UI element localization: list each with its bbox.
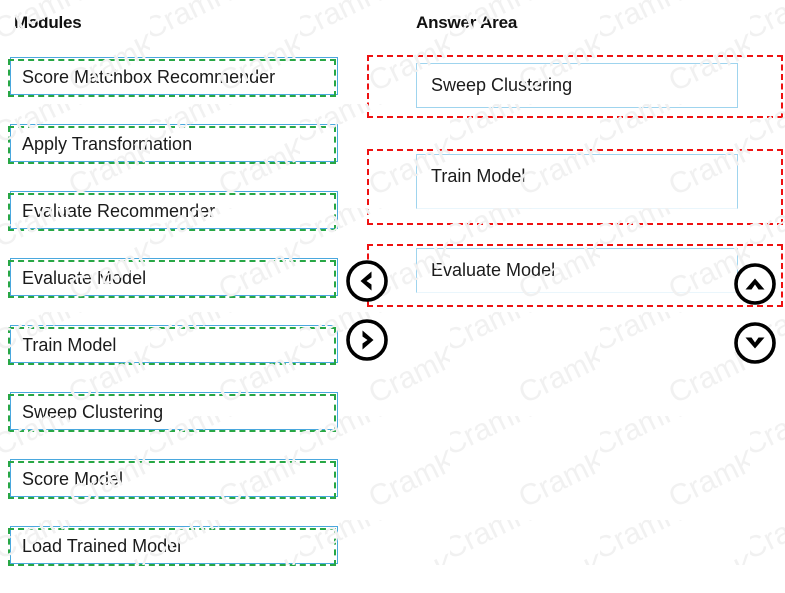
answer-slot[interactable]: Sweep Clustering [416, 63, 738, 108]
module-item-label: Train Model [22, 335, 117, 355]
answer-slot-label: Sweep Clustering [431, 75, 573, 95]
module-item-label: Sweep Clustering [22, 402, 164, 422]
answer-slot[interactable]: Train Model [416, 154, 738, 209]
answer-slot-label: Train Model [431, 166, 526, 186]
module-item[interactable]: Evaluate Recommender [8, 191, 338, 231]
module-item-label: Evaluate Recommender [22, 201, 216, 221]
answer-area-heading: Answer Area [416, 13, 518, 32]
answer-drop-zone[interactable]: Sweep Clustering [367, 55, 783, 118]
module-item[interactable]: Train Model [8, 325, 338, 365]
move-up-button[interactable] [733, 262, 777, 306]
module-item[interactable]: Evaluate Model [8, 258, 338, 298]
module-item[interactable]: Sweep Clustering [8, 392, 338, 432]
module-item[interactable]: Score Model [8, 459, 338, 499]
answer-slot[interactable]: Evaluate Model [416, 248, 738, 293]
move-left-button[interactable] [345, 259, 389, 303]
module-item[interactable]: Score Matchbox Recommender [8, 57, 338, 97]
module-item-label: Score Model [22, 469, 124, 489]
answer-slot-label: Evaluate Model [431, 260, 556, 280]
module-item-label: Score Matchbox Recommender [22, 67, 276, 87]
module-item[interactable]: Load Trained Model [8, 526, 338, 566]
answer-drop-zone[interactable]: Evaluate Model [367, 244, 783, 307]
module-item-label: Evaluate Model [22, 268, 147, 288]
chevron-right-icon [346, 319, 388, 361]
module-item-label: Load Trained Model [22, 536, 182, 556]
modules-list: Score Matchbox Recommender Apply Transfo… [8, 57, 338, 593]
answer-area: Sweep Clustering Train Model Evaluate Mo… [367, 55, 783, 307]
chevron-up-icon [734, 263, 776, 305]
chevron-down-icon [734, 322, 776, 364]
module-item[interactable]: Apply Transformation [8, 124, 338, 164]
answer-drop-zone[interactable]: Train Model [367, 149, 783, 225]
move-right-button[interactable] [345, 318, 389, 362]
move-down-button[interactable] [733, 321, 777, 365]
modules-column-heading: Modules [14, 13, 82, 32]
chevron-left-icon [346, 260, 388, 302]
module-item-label: Apply Transformation [22, 134, 193, 154]
